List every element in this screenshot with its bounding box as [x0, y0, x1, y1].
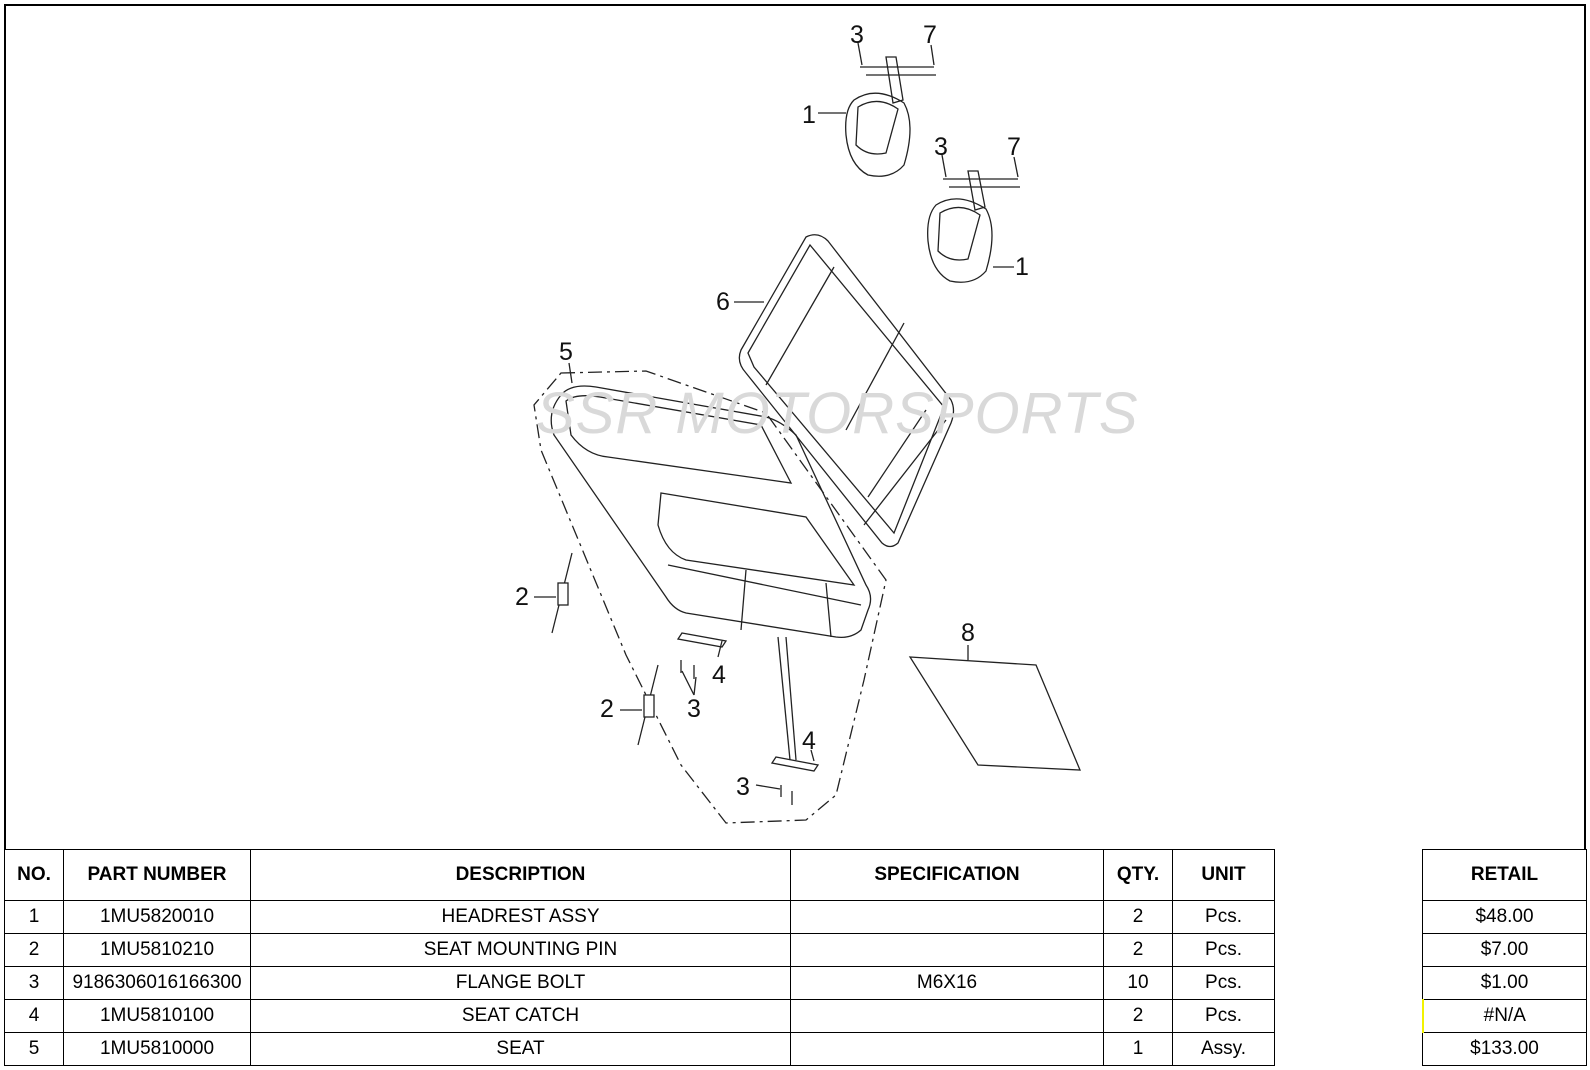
seat-mounting-pin-upper	[551, 552, 573, 634]
header-specification: SPECIFICATION	[790, 849, 1104, 901]
parts-sheet	[4, 4, 1586, 1066]
table-row: 4 1MU5810100 SEAT CATCH 2 Pcs. #N/A	[4, 999, 1587, 1033]
cell-blank	[1274, 900, 1423, 934]
callout-4: 4	[802, 727, 816, 755]
cell-part-number: 1MU5810210	[63, 933, 251, 967]
cell-no: 2	[4, 933, 64, 967]
header-qty: QTY.	[1103, 849, 1173, 901]
header-description: DESCRIPTION	[250, 849, 791, 901]
watermark-text: SSR MOTORSPORTS	[536, 381, 1139, 446]
table-row: 3 9186306016166300 FLANGE BOLT M6X16 10 …	[4, 966, 1587, 1000]
cell-specification	[790, 900, 1104, 934]
cell-no: 4	[4, 999, 64, 1033]
cell-retail: $133.00	[1422, 1032, 1587, 1066]
cell-part-number: 1MU5810000	[63, 1032, 251, 1066]
callout-7: 7	[1007, 133, 1021, 161]
parts-table: NO. PART NUMBER DESCRIPTION SPECIFICATIO…	[4, 849, 1587, 1066]
table-row: 5 1MU5810000 SEAT 1 Assy. $133.00	[4, 1032, 1587, 1066]
cell-unit: Pcs.	[1172, 999, 1275, 1033]
cell-specification	[790, 999, 1104, 1033]
cell-blank	[1274, 999, 1424, 1033]
cell-retail: $48.00	[1422, 900, 1587, 934]
callout-2: 2	[600, 695, 614, 723]
cell-unit: Assy.	[1172, 1032, 1275, 1066]
cell-qty: 10	[1103, 966, 1173, 1000]
header-no: NO.	[4, 849, 64, 901]
cell-description: FLANGE BOLT	[250, 966, 791, 1000]
header-unit: UNIT	[1172, 849, 1275, 901]
label-sheet	[908, 656, 1081, 771]
table-row: 1 1MU5820010 HEADREST ASSY 2 Pcs. $48.00	[4, 900, 1587, 934]
cell-no: 5	[4, 1032, 64, 1066]
cell-blank	[1274, 1032, 1423, 1066]
table-header-row: NO. PART NUMBER DESCRIPTION SPECIFICATIO…	[4, 849, 1587, 901]
cell-retail: $1.00	[1422, 966, 1587, 1000]
seat-assembly-dashed-outline	[533, 370, 887, 824]
callout-1: 1	[1015, 253, 1029, 281]
callout-3: 3	[850, 21, 864, 49]
cell-blank	[1274, 933, 1423, 967]
callout-3: 3	[736, 773, 750, 801]
seat-catch-rod	[777, 636, 791, 761]
cell-blank	[1274, 966, 1423, 1000]
header-part-number: PART NUMBER	[63, 849, 251, 901]
cell-description: SEAT	[250, 1032, 791, 1066]
cell-qty: 2	[1103, 933, 1173, 967]
header-retail: RETAIL	[1422, 849, 1587, 901]
seat-mounting-pin-lower	[637, 664, 659, 746]
cell-part-number: 1MU5810100	[63, 999, 251, 1033]
callout-1: 1	[802, 101, 816, 129]
headrest-upper	[845, 56, 936, 177]
cell-description: SEAT CATCH	[250, 999, 791, 1033]
cell-retail: $7.00	[1422, 933, 1587, 967]
cell-retail: #N/A	[1421, 999, 1587, 1033]
headrest-lower	[927, 170, 1020, 283]
callout-5: 5	[559, 338, 573, 366]
cell-qty: 2	[1103, 999, 1173, 1033]
cell-unit: Pcs.	[1172, 900, 1275, 934]
callout-4: 4	[712, 661, 726, 689]
cell-specification: M6X16	[790, 966, 1104, 1000]
callout-7: 7	[923, 21, 937, 49]
callout-3: 3	[934, 133, 948, 161]
cell-qty: 1	[1103, 1032, 1173, 1066]
table-row: 2 1MU5810210 SEAT MOUNTING PIN 2 Pcs. $7…	[4, 933, 1587, 967]
seat-catch-upper	[676, 632, 728, 679]
callout-2: 2	[515, 583, 529, 611]
cell-unit: Pcs.	[1172, 966, 1275, 1000]
exploded-diagram-area: SSR MOTORSPORTS 3 7 1 3 7 1 6 5 2 4 3 2 …	[4, 5, 1586, 849]
cell-unit: Pcs.	[1172, 933, 1275, 967]
callout-6: 6	[716, 288, 730, 316]
cell-specification	[790, 933, 1104, 967]
callout-3: 3	[687, 695, 701, 723]
seat-catch-lower	[770, 756, 820, 805]
cell-part-number: 9186306016166300	[63, 966, 251, 1000]
cell-no: 1	[4, 900, 64, 934]
callout-8: 8	[961, 619, 975, 647]
cell-description: HEADREST ASSY	[250, 900, 791, 934]
cell-qty: 2	[1103, 900, 1173, 934]
seat-cushion	[550, 385, 872, 638]
seat-exploded-diagram: SSR MOTORSPORTS 3 7 1 3 7 1 6 5 2 4 3 2 …	[515, 21, 1139, 824]
cell-part-number: 1MU5820010	[63, 900, 251, 934]
cell-specification	[790, 1032, 1104, 1066]
cell-description: SEAT MOUNTING PIN	[250, 933, 791, 967]
header-blank	[1274, 849, 1423, 901]
seat-backrest	[738, 234, 955, 548]
cell-no: 3	[4, 966, 64, 1000]
